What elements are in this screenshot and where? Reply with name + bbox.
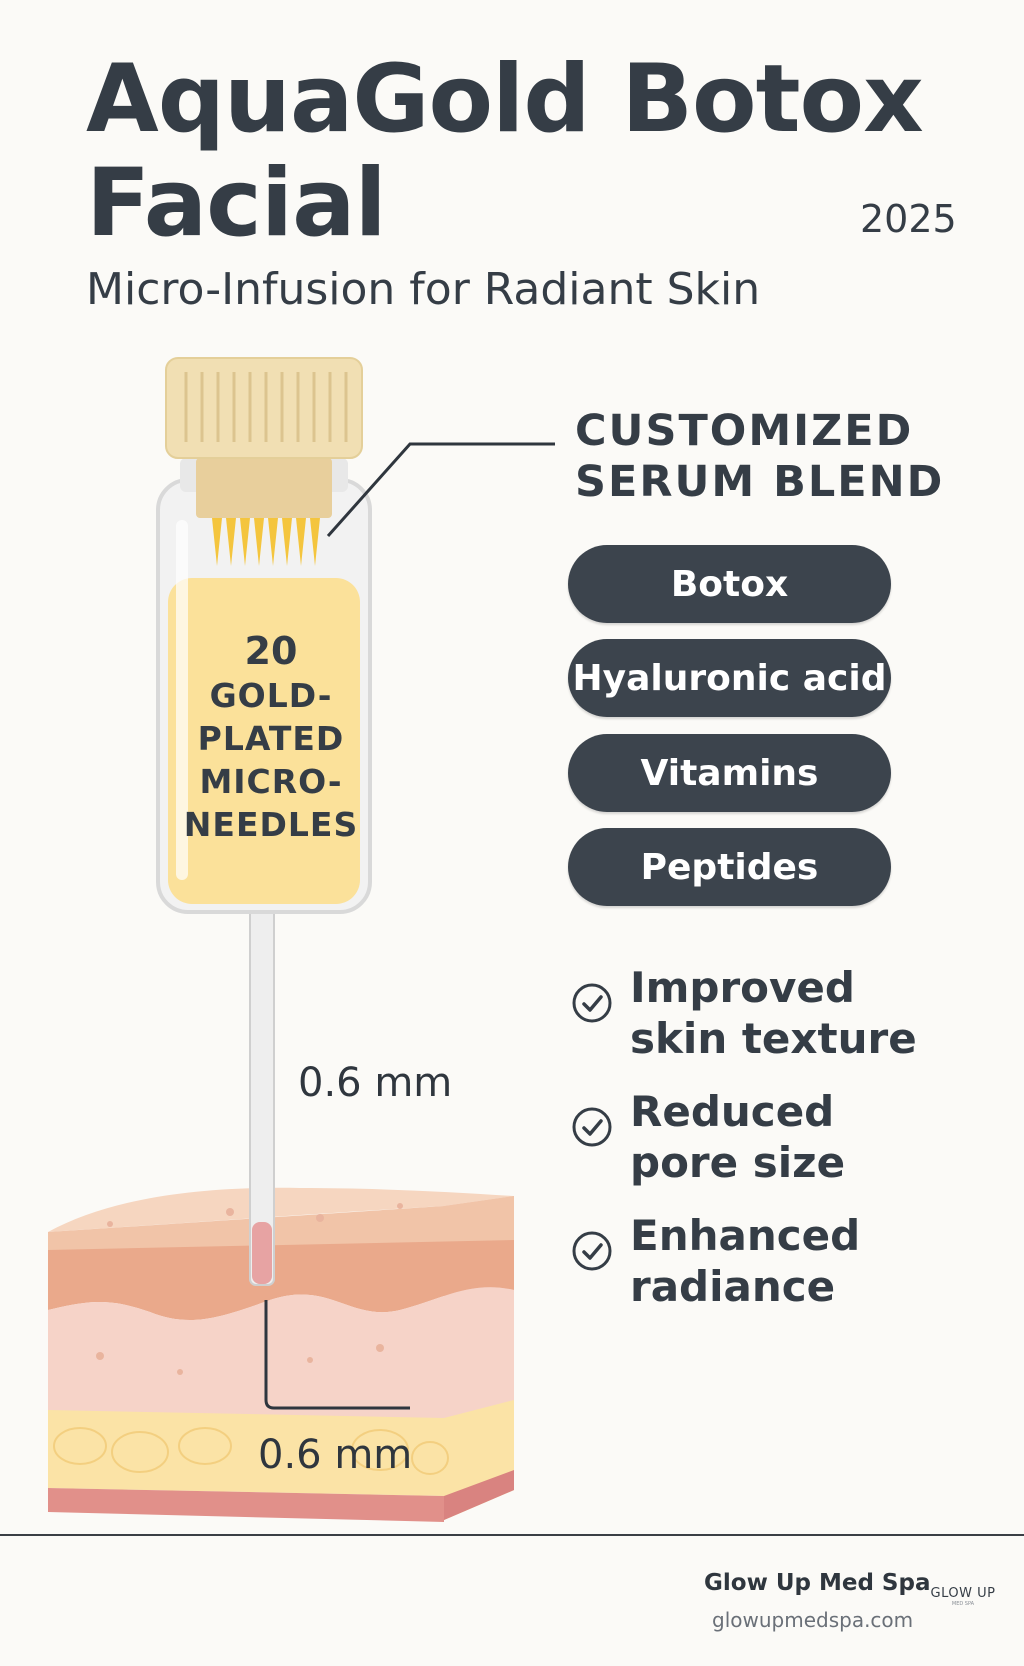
gold-needles [212, 518, 320, 566]
fat-cells [53, 1427, 449, 1475]
ingredient-pill-botox: Botox [568, 545, 891, 623]
check-circle-icon [572, 983, 612, 1023]
skin-fat-layer [48, 1400, 514, 1496]
ingredient-pill-hyaluronic-acid: Hyaluronic acid [568, 639, 891, 717]
skin-top-surface [48, 1187, 514, 1232]
page-subtitle: Micro-Infusion for Radiant Skin [86, 264, 761, 315]
check-circle-icon [572, 1231, 612, 1271]
skin-block [48, 1187, 514, 1522]
vial-stopper [196, 458, 332, 518]
page-title: AquaGold Botox Facial [86, 45, 924, 258]
benefit-item: Enhanced radiance [570, 1210, 990, 1312]
skin-dermis [48, 1287, 514, 1440]
skin-base [48, 1488, 444, 1522]
brand-name: Glow Up Med Spa [704, 1570, 931, 1596]
cap-ridges [184, 372, 348, 442]
ingredient-pill-peptides: Peptides [568, 828, 891, 906]
skin-wavy-layer [48, 1240, 514, 1321]
vial-highlight [176, 520, 188, 880]
needle-count: 20 [244, 629, 298, 673]
logo-text: GLOW UP [930, 1586, 996, 1601]
ingredient-pill-vitamins: Vitamins [568, 734, 891, 812]
benefit-item: Improved skin texture [570, 962, 990, 1064]
year-label: 2025 [860, 197, 957, 241]
brand-logo: GLOW UP MED SPA [928, 1586, 998, 1616]
skin-depth-label: 0.6 mm [258, 1432, 413, 1478]
serum-vial [156, 357, 372, 914]
check-circle-icon [572, 1107, 612, 1147]
needle-label: 20 GOLD- PLATED MICRO- NEEDLES [160, 628, 382, 846]
logo-subtext: MED SPA [951, 1601, 975, 1607]
needle-description: GOLD- PLATED MICRO- NEEDLES [183, 676, 359, 844]
needle-depth-label: 0.6 mm [298, 1060, 453, 1106]
serum-heading: CUSTOMIZED SERUM BLEND [575, 406, 945, 507]
needle-tip [252, 1222, 272, 1284]
skin-pores [96, 1203, 403, 1375]
brand-url[interactable]: glowupmedspa.com [712, 1608, 914, 1632]
serum-pointer-line [326, 442, 555, 537]
vial-cap [165, 357, 363, 459]
benefit-text: Enhanced radiance [630, 1211, 861, 1311]
benefit-text: Improved skin texture [630, 963, 917, 1063]
skin-side-base [444, 1468, 514, 1520]
benefit-item: Reduced pore size [570, 1086, 990, 1188]
vial-serum [168, 578, 360, 904]
benefit-text: Reduced pore size [630, 1087, 846, 1187]
footer-divider [0, 1534, 1024, 1536]
depth-pointer-line [264, 1300, 410, 1410]
